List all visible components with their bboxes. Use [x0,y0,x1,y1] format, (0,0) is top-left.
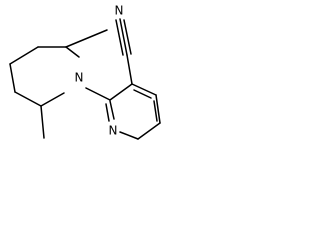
bond-c6-n1 [40,92,65,107]
bond-pyc5-pyc6 [137,122,161,140]
chemical-structure-diagram: N N N [9,4,161,140]
bond-pyc4-pyc5 [155,94,161,124]
double-bond-inner-top [133,89,152,99]
atom-label-piperidine-n: N [75,71,84,85]
bond-pyc2-pyc3 [109,83,133,101]
piperidine-ring [9,46,80,107]
bond-pyc3-pyc4 [131,83,157,96]
methyl-bond-top [65,29,108,48]
nitrile-single-bond [126,54,133,85]
methyl-groups [40,29,108,139]
bond-c3-c4 [9,46,39,65]
bond-pyc6-pyn [119,131,139,140]
nitrile-triple-bond-1 [119,18,128,56]
methyl-bond-bottom [40,105,45,139]
double-bond-inner-right [153,100,158,122]
bond-n1-pyridine-c2 [85,87,111,101]
atom-label-pyridine-n: N [109,124,118,138]
nitrile-triple-bond-3 [123,19,132,55]
nitrile-group [115,18,133,85]
bond-c5-c6 [14,91,42,107]
atom-label-nitrile-n: N [115,4,124,18]
pyridine-ring [105,83,161,140]
bond-pyn-pyc2 [105,103,110,122]
double-bond-inner-bottom [109,100,115,120]
bond-c4-c5 [9,63,16,93]
nitrile-triple-bond-2 [115,19,124,56]
bond-n1-c2 [65,46,80,58]
